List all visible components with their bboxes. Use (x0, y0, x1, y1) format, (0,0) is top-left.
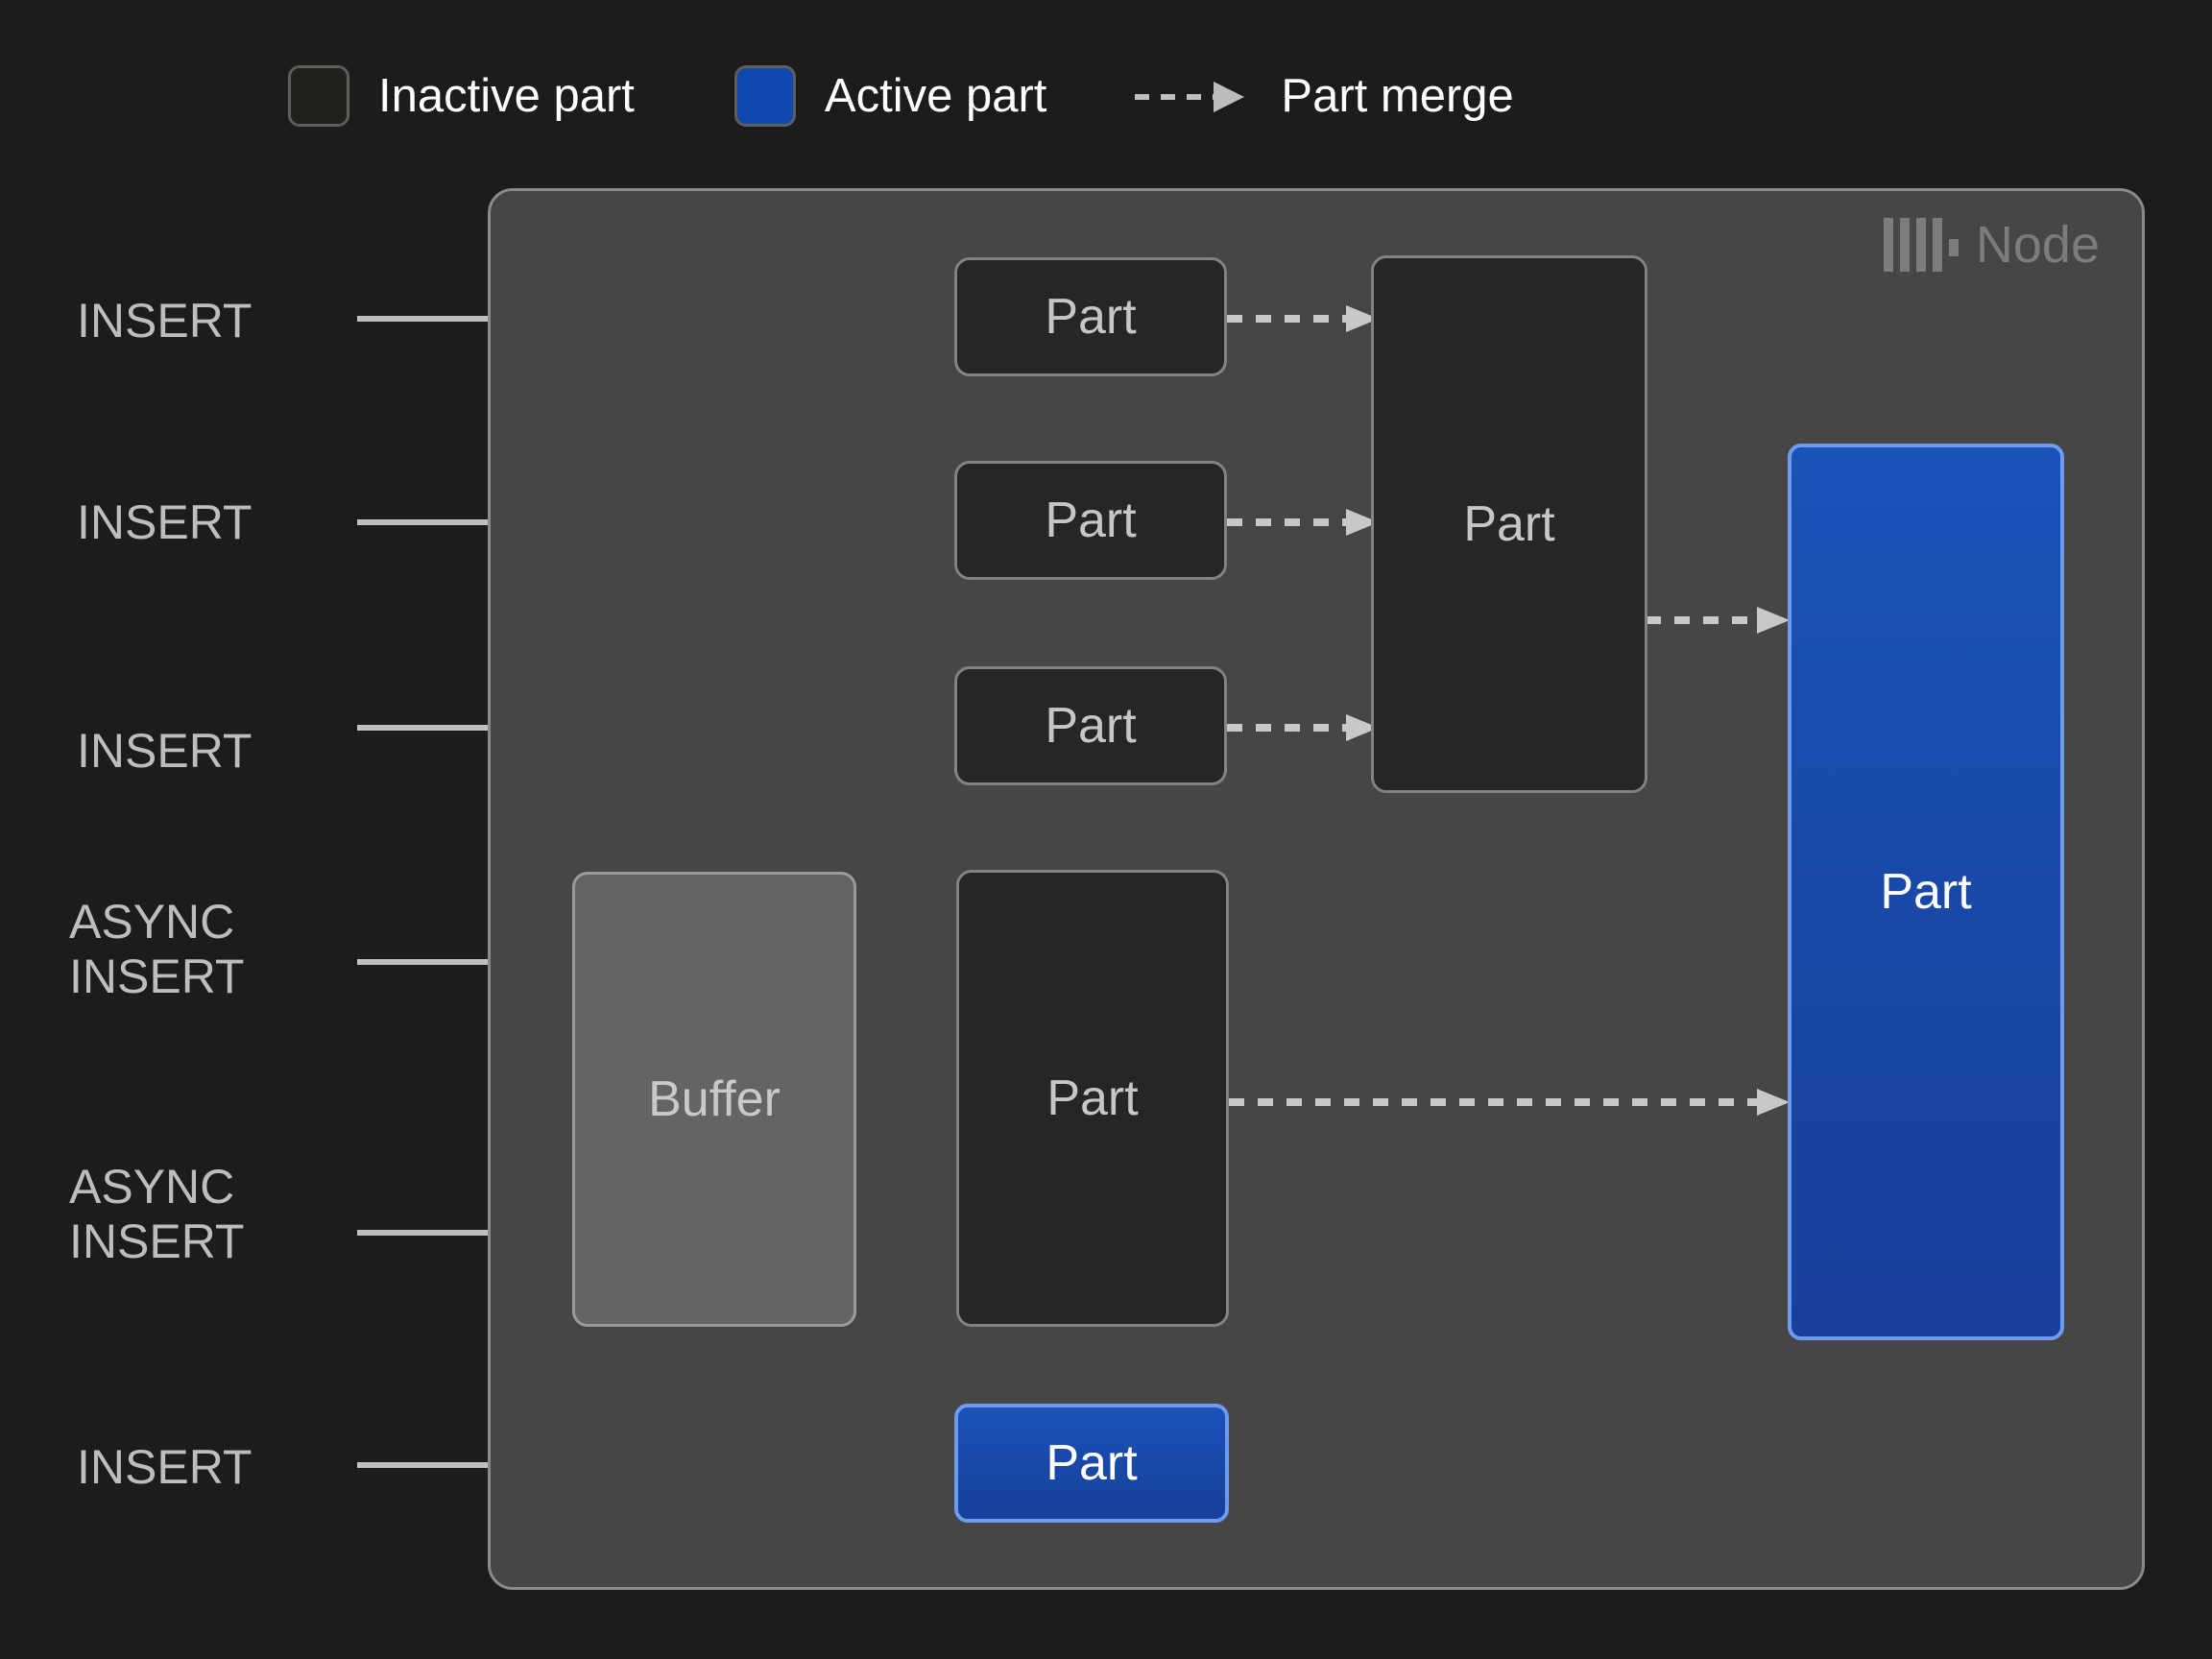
part-box-top-2[interactable]: Part (954, 461, 1227, 580)
legend-label-inactive-part: Inactive part (378, 69, 635, 122)
part-box-label: Part (1880, 864, 1972, 920)
arrow-head (1757, 607, 1790, 634)
dashed-line (1646, 616, 1757, 624)
source-label-async-insert-1: ASYNC INSERT (69, 895, 245, 1003)
source-label-insert-3: INSERT (77, 724, 252, 778)
part-box-label: Part (1045, 493, 1137, 548)
square-filled-icon (733, 65, 796, 127)
part-box-buffer-output[interactable]: Part (956, 870, 1229, 1327)
merge-arrow-merged-to-final (1646, 607, 1790, 634)
arrow-line (357, 1230, 541, 1236)
dashed-line (1227, 315, 1346, 323)
arrow-head (1757, 1089, 1790, 1116)
buffer-box[interactable]: Buffer (572, 872, 856, 1327)
buffer-box-label: Buffer (648, 1071, 781, 1127)
node-title: Node (1975, 216, 2100, 274)
clickhouse-logo-icon (1883, 218, 1959, 272)
part-box-label: Part (1046, 1070, 1139, 1126)
dashed-arrow-icon (1135, 82, 1252, 112)
logo-bar (1932, 218, 1942, 272)
logo-bar (1915, 218, 1926, 272)
node-badge: Node (1883, 216, 2100, 274)
legend-item-inactive-part: Inactive part (288, 65, 635, 127)
legend-label-part-merge: Part merge (1281, 69, 1514, 122)
part-box-label: Part (1045, 289, 1137, 345)
part-box-top-1[interactable]: Part (954, 257, 1227, 376)
legend-item-active-part: Active part (733, 65, 1047, 127)
logo-bar (1899, 218, 1910, 272)
dashed-line (1227, 724, 1346, 732)
merge-arrow-part-3 (1227, 714, 1379, 741)
legend-item-part-merge: Part merge (1135, 69, 1514, 122)
arrow-line (357, 959, 541, 965)
source-label-insert-2: INSERT (77, 495, 252, 549)
part-box-final-active[interactable]: Part (1788, 444, 2064, 1340)
part-box-merged[interactable]: Part (1371, 255, 1647, 793)
merge-arrow-part-2 (1227, 509, 1379, 536)
legend: Inactive part Active part Part merge (288, 48, 1514, 144)
part-box-bottom-active[interactable]: Part (954, 1404, 1229, 1523)
part-box-label: Part (1045, 698, 1137, 754)
part-box-top-3[interactable]: Part (954, 666, 1227, 785)
dashed-arrow-head (1214, 82, 1245, 112)
dashed-line (1227, 518, 1346, 526)
dashed-arrow-line (1135, 94, 1216, 100)
dashed-line (1229, 1098, 1757, 1106)
logo-dot (1948, 239, 1959, 256)
square-outline-icon (288, 65, 349, 127)
legend-label-active-part: Active part (824, 69, 1047, 122)
part-box-label: Part (1046, 1435, 1138, 1491)
merge-arrow-buffer-part-to-final (1229, 1089, 1790, 1116)
source-label-insert-4: INSERT (77, 1440, 252, 1494)
merge-arrow-part-1 (1227, 305, 1379, 332)
part-box-label: Part (1463, 496, 1555, 552)
source-label-async-insert-2: ASYNC INSERT (69, 1160, 245, 1268)
source-label-insert-1: INSERT (77, 294, 252, 348)
logo-bar (1883, 218, 1893, 272)
